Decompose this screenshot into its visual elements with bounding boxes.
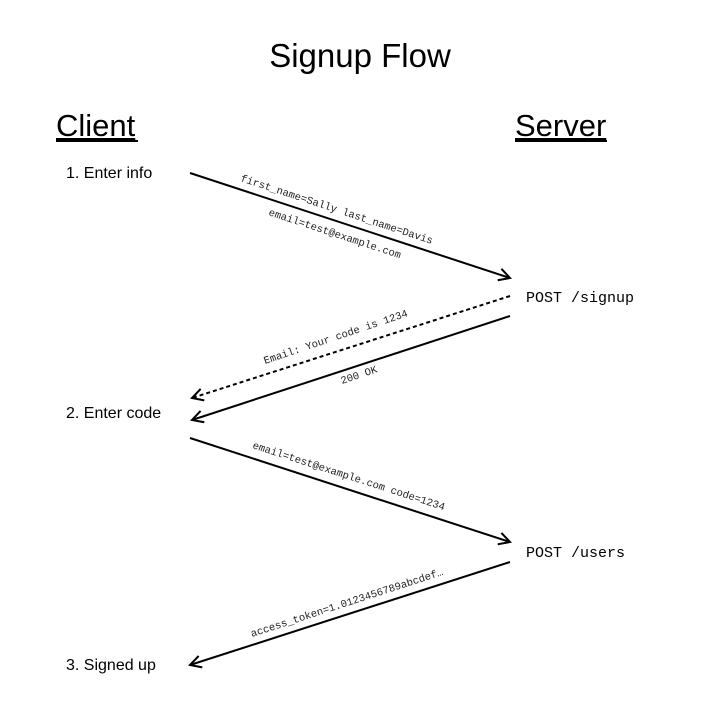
- signup-response-label: 200 OK: [339, 364, 379, 388]
- signup-request-arrow: [189, 172, 510, 278]
- users-request-label: email=test@example.com code=1234: [251, 440, 446, 514]
- users-request-arrow: [189, 437, 510, 542]
- client-heading: Client: [56, 108, 136, 143]
- users-response-label: access_token=1.0123456789abcdef…: [250, 567, 445, 641]
- step-enter-code: 2. Enter code: [66, 405, 161, 422]
- endpoint-post-signup: POST /signup: [526, 290, 634, 307]
- diagram-title: Signup Flow: [269, 37, 451, 74]
- endpoint-post-users: POST /users: [526, 545, 625, 562]
- step-enter-info: 1. Enter info: [66, 165, 152, 182]
- users-response-arrow: [190, 561, 511, 665]
- server-heading: Server: [515, 108, 606, 143]
- email-notification-label: Email: Your code is 1234: [262, 308, 409, 367]
- step-signed-up: 3. Signed up: [66, 657, 156, 674]
- signup-response-arrow: [192, 315, 511, 420]
